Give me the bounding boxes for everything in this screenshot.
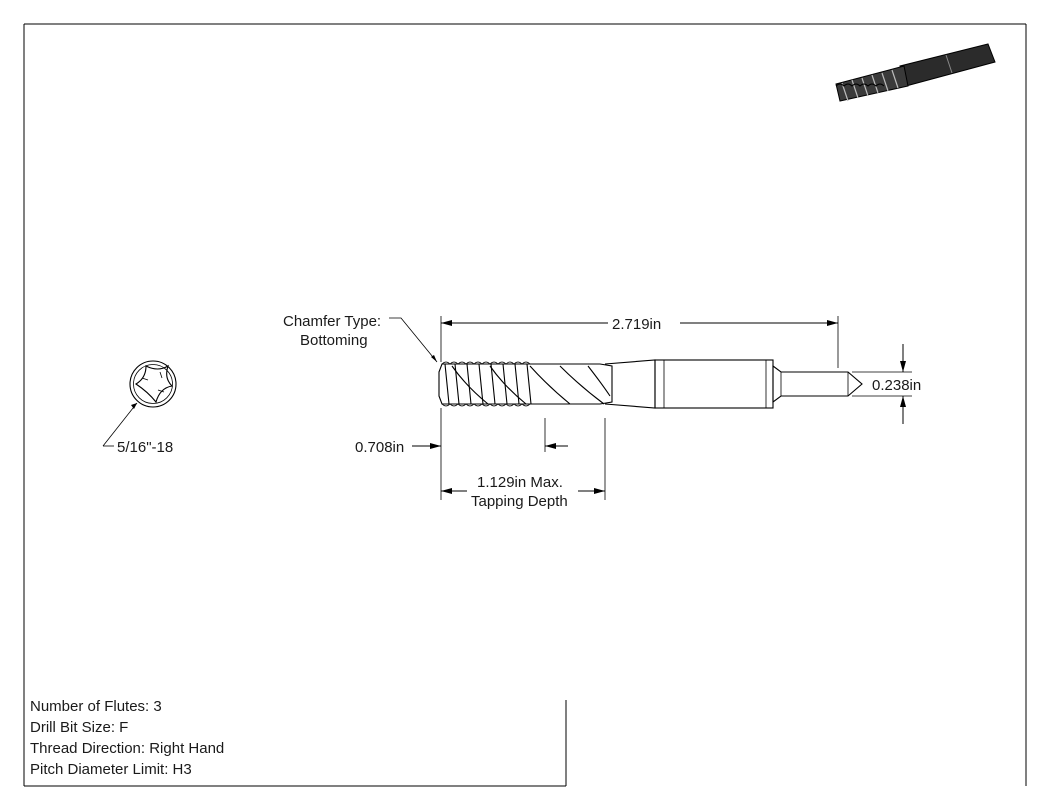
tap-side-view — [438, 359, 863, 409]
tapping-depth-dimension — [441, 418, 606, 500]
overall-length-label: 2.719in — [612, 316, 661, 333]
spec-drill-bit-size: Drill Bit Size: F — [30, 719, 129, 736]
drawing-frame — [23, 23, 1027, 787]
shank-diameter-label: 0.238in — [872, 377, 921, 394]
tapping-depth-value: 1.129in Max. — [477, 474, 563, 491]
chamfer-leader — [389, 317, 438, 363]
chamfer-type-value: Bottoming — [300, 332, 368, 349]
thread-size-label: 5/16"-18 — [117, 439, 173, 456]
thread-offset-label: 0.708in — [355, 439, 404, 456]
tapping-depth-label: Tapping Depth — [471, 493, 568, 510]
chamfer-type-label: Chamfer Type: — [283, 313, 381, 330]
thread-offset-dimension — [412, 408, 568, 500]
shank-diameter-dimension — [852, 344, 912, 424]
overall-length-dimension — [440, 316, 839, 368]
tap-isometric-render-icon — [835, 43, 996, 102]
tap-end-view — [129, 360, 177, 408]
thread-size-leader — [102, 402, 138, 447]
spec-number-of-flutes: Number of Flutes: 3 — [30, 698, 162, 715]
spec-pitch-diameter-limit: Pitch Diameter Limit: H3 — [30, 761, 192, 778]
spec-thread-direction: Thread Direction: Right Hand — [30, 740, 225, 757]
